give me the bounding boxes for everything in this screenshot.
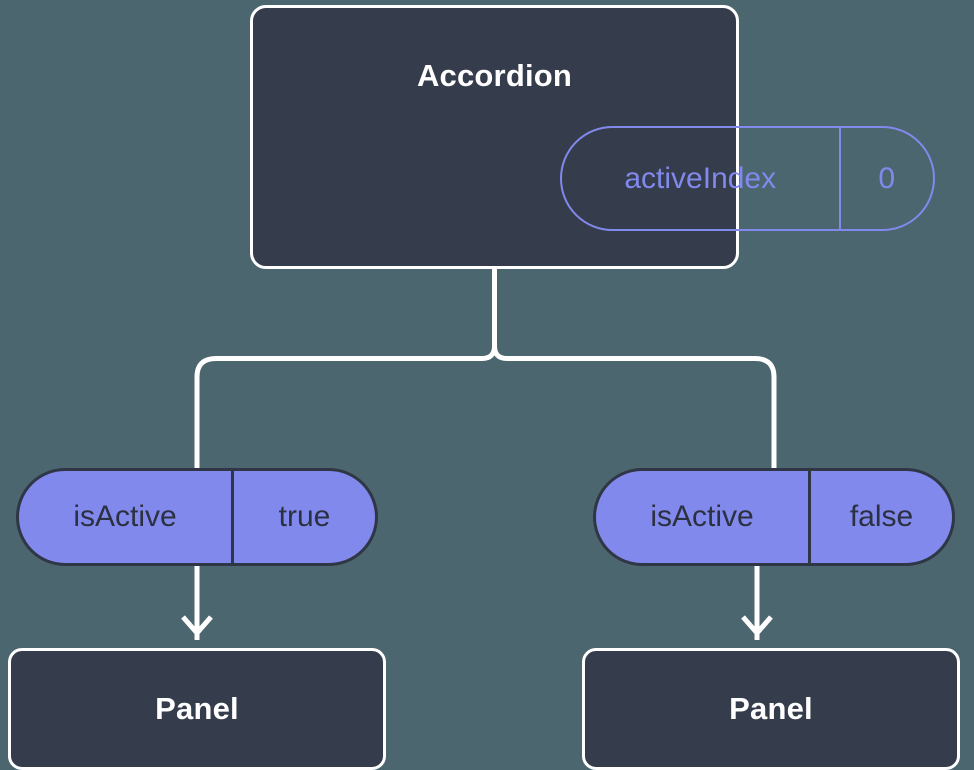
state-key-label: activeIndex bbox=[624, 161, 777, 195]
prop-key-label: isActive bbox=[73, 500, 177, 533]
branch-line-right bbox=[492, 345, 777, 470]
state-pill-active-index[interactable]: activeIndex 0 bbox=[560, 126, 935, 231]
panel-title: Panel bbox=[729, 691, 813, 726]
accordion-title: Accordion bbox=[416, 58, 573, 93]
panel-component-node-right[interactable]: Panel bbox=[582, 648, 960, 770]
panel-title: Panel bbox=[155, 691, 239, 726]
branch-line-left bbox=[194, 345, 497, 470]
prop-pill-is-active-false[interactable]: isActive false bbox=[593, 468, 955, 566]
prop-pill-is-active-true[interactable]: isActive true bbox=[16, 468, 378, 566]
arrow-head-left-icon bbox=[181, 615, 213, 637]
prop-key-label: isActive bbox=[650, 500, 754, 533]
arrow-head-right-icon bbox=[741, 615, 773, 637]
prop-value-label: false bbox=[808, 471, 952, 563]
state-value-label: 0 bbox=[838, 128, 934, 229]
prop-value-label: true bbox=[231, 471, 375, 563]
panel-component-node-left[interactable]: Panel bbox=[8, 648, 386, 770]
accordion-component-node[interactable]: Accordion activeIndex 0 bbox=[250, 5, 935, 269]
